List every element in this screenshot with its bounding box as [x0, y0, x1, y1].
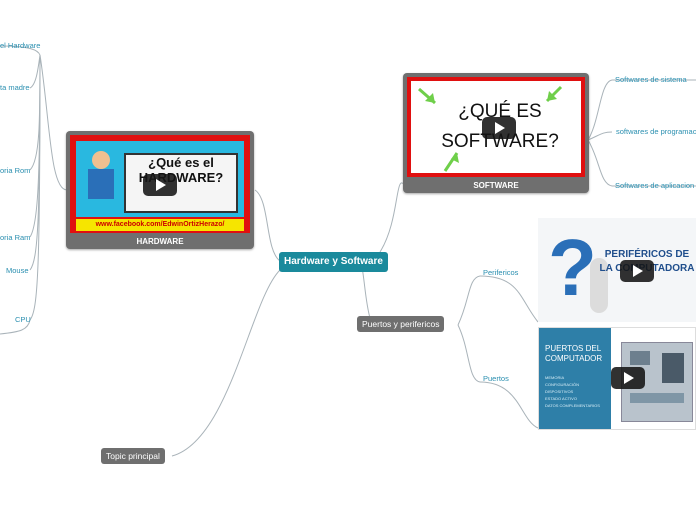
perifericos-video-thumbnail[interactable]: ? PERIFÉRICOS DE LA COMPUTADORA [538, 218, 696, 322]
hardware-video-thumbnail[interactable]: ¿Qué es el HARDWARE? www.facebook.com/Ed… [70, 135, 250, 233]
leaf-cpu[interactable]: CPU [15, 315, 31, 324]
play-icon[interactable] [482, 117, 516, 139]
topic-principal[interactable]: Topic principal [101, 448, 165, 464]
play-icon[interactable] [611, 367, 645, 389]
play-icon[interactable] [620, 260, 654, 282]
hardware-thumb-link: www.facebook.com/EdwinOrtizHerazo/ [76, 219, 244, 231]
person-body [88, 169, 114, 199]
hardware-thumb-title: ¿Qué es el HARDWARE? [124, 153, 238, 213]
puertos-video-thumbnail[interactable]: PUERTOS DEL COMPUTADOR MEMORIA CONFIGURA… [538, 327, 696, 430]
puertos-thumb-title: PUERTOS DEL COMPUTADOR [545, 344, 603, 363]
puertos-list-item: CONFIGURACIÓN [545, 382, 579, 387]
leaf-software-programacion[interactable]: softwares de programación [616, 127, 696, 136]
puertos-thumb-list: MEMORIA CONFIGURACIÓN DISPOSITIVOS ESTAD… [545, 374, 607, 409]
play-icon[interactable] [143, 174, 177, 196]
green-arrows-icon [418, 85, 563, 172]
hardware-node[interactable]: ¿Qué es el HARDWARE? www.facebook.com/Ed… [66, 131, 254, 249]
puertos-list-item: ESTADO ACTIVO [545, 396, 577, 401]
software-video-thumbnail[interactable]: ¿QUÉ ES SOFTWARE? [407, 77, 585, 177]
person-figure-icon [92, 151, 110, 169]
puertos-list-item: DATOS COMPLEMENTARIOS [545, 403, 600, 408]
puertos-list-item: MEMORIA [545, 375, 565, 380]
question-mark-icon: ? [548, 223, 597, 312]
leaf-placa-madre[interactable]: ta madre [0, 83, 30, 92]
leaf-memoria-ram[interactable]: oria Ram [0, 233, 31, 242]
puertos-list-item: DISPOSITIVOS [545, 389, 574, 394]
leaf-mouse[interactable]: Mouse [6, 266, 29, 275]
puertos-perifericos-topic[interactable]: Puertos y perifericos [357, 316, 445, 332]
leaf-hardware-1[interactable]: el Hardware [0, 41, 41, 50]
leaf-perifericos[interactable]: Perifericos [483, 268, 519, 277]
leaf-software-sistema[interactable]: Softwares de sistema [615, 75, 687, 84]
central-topic[interactable]: Hardware y Software [279, 252, 388, 272]
hardware-caption: HARDWARE [136, 237, 184, 246]
software-node[interactable]: ¿QUÉ ES SOFTWARE? SOFTWARE [403, 73, 589, 193]
hardware-thumb-screen: ¿Qué es el HARDWARE? [76, 141, 244, 217]
leaf-puertos[interactable]: Puertos [483, 374, 509, 383]
leaf-memoria-rom[interactable]: oria Rom [0, 166, 31, 175]
leaf-software-aplicacion[interactable]: Softwares de aplicacion [615, 181, 695, 190]
person-figure-icon [590, 258, 608, 313]
software-thumb-title: ¿QUÉ ES SOFTWARE? [441, 101, 559, 152]
puertos-thumb-panel: PUERTOS DEL COMPUTADOR MEMORIA CONFIGURA… [539, 328, 611, 429]
software-caption: SOFTWARE [473, 181, 519, 190]
